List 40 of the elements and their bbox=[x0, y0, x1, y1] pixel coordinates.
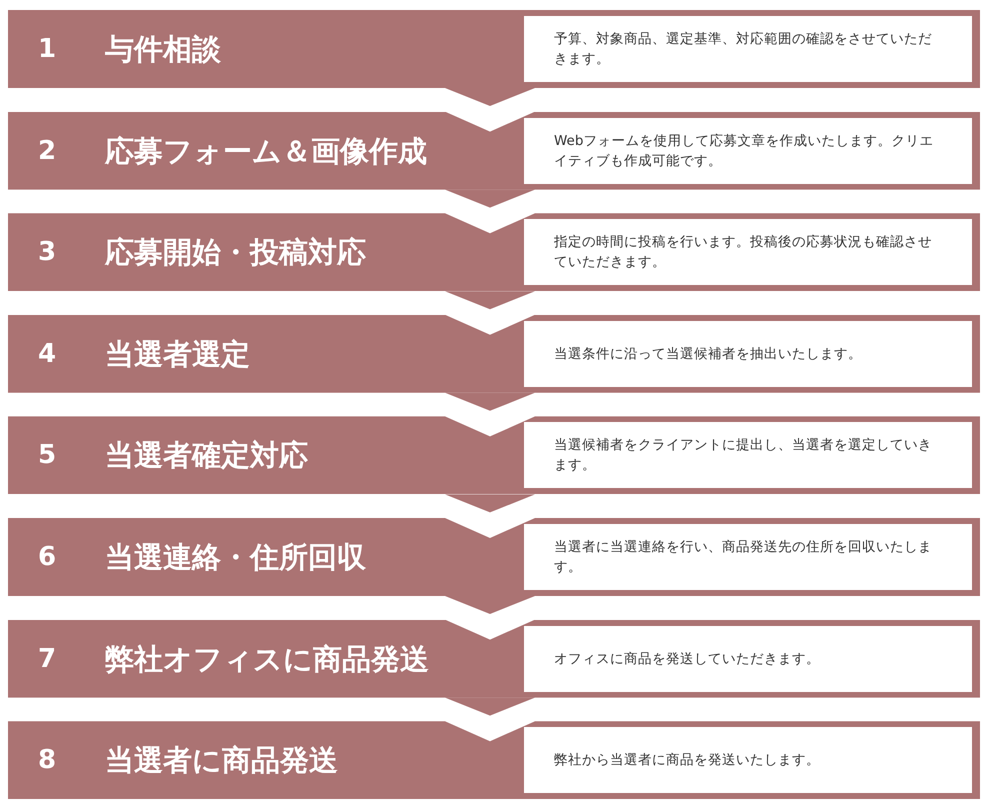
chevron-arrow bbox=[445, 88, 535, 106]
description-box bbox=[524, 320, 972, 387]
description-box bbox=[524, 118, 972, 184]
step-number: 6 bbox=[38, 541, 56, 574]
step-band bbox=[8, 721, 980, 800]
chevron-arrow bbox=[445, 698, 535, 716]
description-text: オフィスに商品を発送していただきます。 bbox=[554, 650, 820, 669]
description-text: 予算、対象商品、選定基準、対応範囲の確認をさせていただきます。 bbox=[554, 30, 933, 69]
step-number: 2 bbox=[38, 134, 56, 168]
description-box bbox=[524, 219, 972, 286]
step-number: 8 bbox=[38, 744, 56, 778]
step-title: 弊社オフィスに商品発送 bbox=[105, 640, 429, 678]
description-box bbox=[524, 422, 972, 488]
step-title: 応募開始・投稿対応 bbox=[105, 234, 366, 272]
step-number: 4 bbox=[38, 338, 56, 371]
description-box bbox=[524, 524, 972, 590]
description-text: 当選条件に沿って当選候補者を抽出いたします。 bbox=[554, 344, 862, 364]
step-title: 応募フォーム＆画像作成 bbox=[105, 132, 427, 170]
chevron-arrow bbox=[445, 291, 535, 310]
step-number: 7 bbox=[38, 642, 56, 676]
step-number: 5 bbox=[38, 439, 56, 472]
description-box bbox=[524, 16, 972, 82]
chevron-arrow bbox=[445, 392, 535, 411]
description-text: Webフォームを使用して応募文章を作成いたします。クリエイティブも作成可能です。 bbox=[554, 132, 934, 171]
description-text: 弊社から当選者に商品を発送いたします。 bbox=[554, 751, 820, 770]
step-number: 3 bbox=[38, 236, 56, 270]
chevron-arrow bbox=[445, 494, 535, 512]
step-title: 当選者選定 bbox=[105, 336, 250, 373]
chevron-arrow bbox=[445, 596, 535, 614]
step-title: 当選者確定対応 bbox=[105, 437, 308, 474]
description-box bbox=[524, 626, 972, 692]
step-number: 1 bbox=[38, 33, 56, 66]
step-title: 当選連絡・住所回収 bbox=[105, 539, 366, 576]
description-text: 当選候補者をクライアントに提出し、当選者を選定していきます。 bbox=[554, 436, 933, 476]
step-title: 与件相談 bbox=[105, 31, 221, 68]
description-box bbox=[524, 727, 972, 794]
description-text: 当選者に当選連絡を行い、商品発送先の住所を回収いたします。 bbox=[554, 538, 933, 577]
chevron-arrow bbox=[445, 190, 535, 208]
step-title: 当選者に商品発送 bbox=[105, 742, 338, 780]
description-text: 指定の時間に投稿を行います。投稿後の応募状況も確認させていただきます。 bbox=[554, 233, 933, 272]
